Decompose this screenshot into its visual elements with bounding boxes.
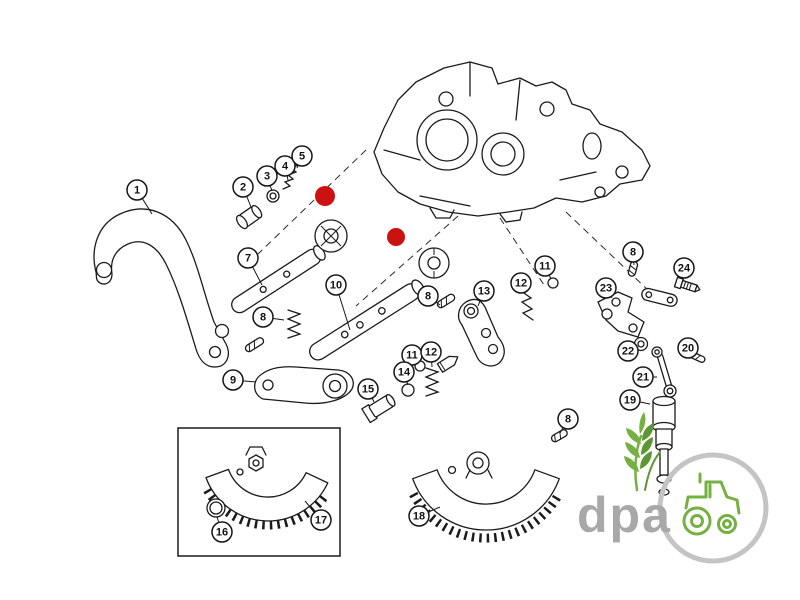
svg-text:12: 12 xyxy=(515,278,527,290)
svg-text:21: 21 xyxy=(637,372,649,384)
callout-8: 8 xyxy=(622,241,644,263)
o-ring-16 xyxy=(206,498,226,518)
callout-15: 15 xyxy=(357,378,379,400)
watermark: dpa xyxy=(577,412,769,564)
roll-pin-middle xyxy=(436,293,456,309)
svg-text:8: 8 xyxy=(425,291,431,303)
callout-1: 1 xyxy=(126,179,148,201)
roll-pin-8-bottom xyxy=(550,429,568,443)
callout-3: 3 xyxy=(256,165,278,187)
lever-arm-1 xyxy=(93,208,230,368)
svg-text:19: 19 xyxy=(624,395,636,407)
crank-23 xyxy=(597,291,645,338)
callout-20: 20 xyxy=(677,337,699,359)
plug-2 xyxy=(235,204,263,230)
callout-4: 4 xyxy=(274,155,296,177)
callout-17: 17 xyxy=(310,509,332,531)
sector-gear-17 xyxy=(203,446,329,530)
callout-7: 7 xyxy=(237,247,259,269)
svg-text:20: 20 xyxy=(682,343,694,355)
svg-text:8: 8 xyxy=(565,414,571,426)
valve-assembly-19 xyxy=(652,395,676,496)
callout-23: 23 xyxy=(595,277,617,299)
svg-text:1: 1 xyxy=(134,185,140,197)
callout-5: 5 xyxy=(291,145,313,167)
svg-text:11: 11 xyxy=(406,350,418,362)
ring-3 xyxy=(266,189,280,203)
rod-21 xyxy=(651,346,677,398)
svg-text:23: 23 xyxy=(600,283,612,295)
bushing-collar-left xyxy=(314,219,348,253)
highlight-dot xyxy=(315,186,335,206)
tractor-icon xyxy=(682,472,741,536)
bushing-collar-right xyxy=(418,247,450,279)
shaft-10 xyxy=(309,279,425,361)
circle-badge xyxy=(657,452,769,564)
svg-text:8: 8 xyxy=(630,247,636,259)
callout-13: 13 xyxy=(473,280,495,302)
callout-14: 14 xyxy=(393,361,415,383)
svg-text:24: 24 xyxy=(678,263,691,275)
svg-text:8: 8 xyxy=(260,312,266,324)
wheat-icon xyxy=(624,412,661,492)
link-arm xyxy=(641,287,678,307)
assembly-dashed-lines xyxy=(257,149,651,307)
sector-gear-18 xyxy=(409,451,563,543)
callout-12: 12 xyxy=(420,341,442,363)
svg-text:3: 3 xyxy=(264,171,270,183)
lever-13 xyxy=(457,298,505,367)
svg-text:12: 12 xyxy=(425,347,437,359)
svg-text:10: 10 xyxy=(330,280,342,292)
svg-text:9: 9 xyxy=(230,375,236,387)
svg-text:7: 7 xyxy=(245,253,251,265)
callout-8: 8 xyxy=(557,408,579,430)
detent-group-upper xyxy=(520,277,559,321)
callout-9: 9 xyxy=(222,369,244,391)
callout-21: 21 xyxy=(632,366,654,388)
highlight-dot xyxy=(387,228,405,246)
svg-text:14: 14 xyxy=(398,367,411,379)
svg-text:16: 16 xyxy=(216,527,228,539)
svg-text:17: 17 xyxy=(315,515,327,527)
spring-8-left xyxy=(286,309,302,339)
watermark-text: dpa xyxy=(577,487,672,543)
washer-22 xyxy=(633,336,649,352)
callout-22: 22 xyxy=(617,340,639,362)
callout-8: 8 xyxy=(252,306,274,328)
callout-2: 2 xyxy=(232,176,254,198)
svg-text:11: 11 xyxy=(539,261,551,273)
callout-24: 24 xyxy=(673,257,695,279)
gearbox-housing xyxy=(373,61,651,223)
callout-18: 18 xyxy=(408,505,430,527)
svg-text:15: 15 xyxy=(362,384,374,396)
svg-text:22: 22 xyxy=(622,346,634,358)
callout-10: 10 xyxy=(325,274,347,296)
svg-text:18: 18 xyxy=(413,511,425,523)
screw-24 xyxy=(673,276,701,293)
callout-8: 8 xyxy=(417,285,439,307)
svg-text:2: 2 xyxy=(240,182,246,194)
svg-text:4: 4 xyxy=(282,161,289,173)
svg-text:5: 5 xyxy=(299,151,305,163)
callout-11: 11 xyxy=(534,255,556,277)
cam-lever-9 xyxy=(253,366,354,405)
callout-12: 12 xyxy=(510,272,532,294)
callout-16: 16 xyxy=(211,521,233,543)
inset-box xyxy=(177,427,341,557)
svg-text:13: 13 xyxy=(478,286,490,298)
roll-pin-left xyxy=(244,337,265,353)
callout-19: 19 xyxy=(619,389,641,411)
detent-group-lower xyxy=(361,355,459,424)
roll-pin-8-top-right xyxy=(627,260,639,277)
